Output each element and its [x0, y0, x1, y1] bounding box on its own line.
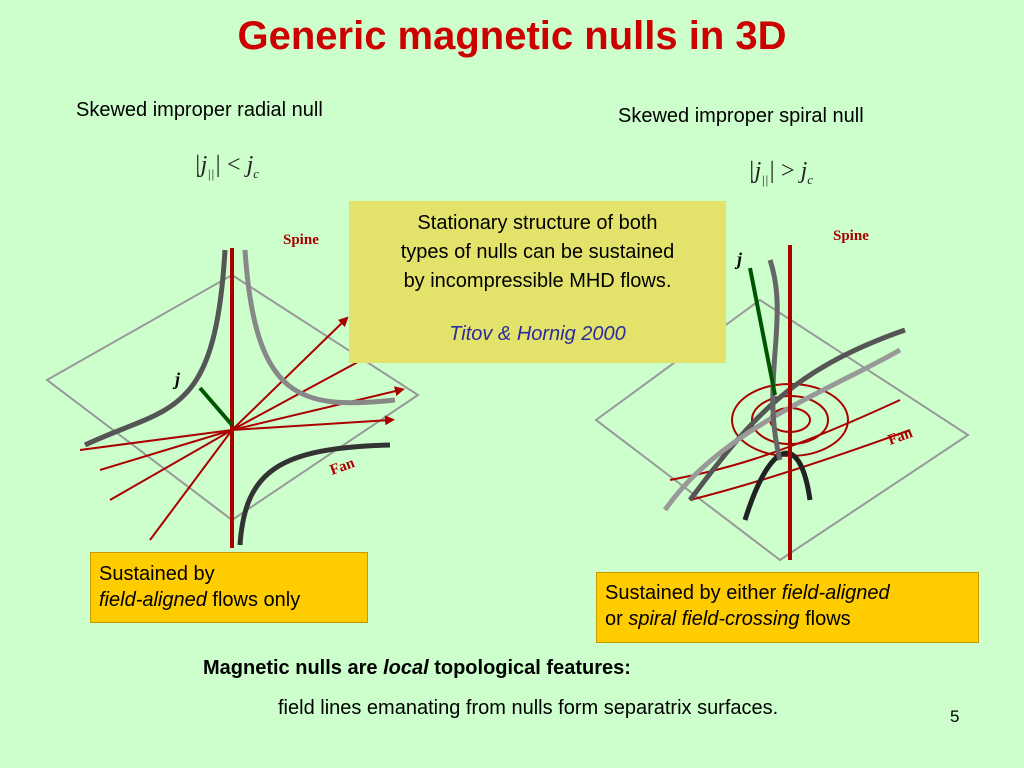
spine-label: Spine — [833, 228, 869, 244]
formula-bar: | — [768, 158, 776, 184]
fan-label: Fan — [328, 455, 358, 479]
conclusion-suffix: topological features: — [428, 657, 631, 679]
formula-operator: < — [227, 152, 241, 178]
current-label: j — [172, 369, 181, 389]
slide-title: Generic magnetic nulls in 3D — [237, 14, 787, 58]
spine-label: Spine — [283, 232, 319, 248]
right-note-emphasis-2: spiral field-crossing — [628, 608, 800, 630]
formula-rhs-sub: c — [807, 171, 814, 187]
formula-bar: | — [214, 152, 222, 178]
right-note-emphasis-1: field-aligned — [781, 582, 890, 604]
current-vector — [748, 267, 777, 396]
formula-rhs: j — [246, 152, 254, 178]
right-condition-formula: |j||| > jc — [748, 158, 813, 188]
formula-rhs: j — [800, 158, 808, 184]
conclusion-heading: Magnetic nulls are local topological fea… — [203, 657, 631, 680]
right-note-prefix: Sustained by either — [605, 582, 782, 604]
info-line-1: Stationary structure of both — [417, 212, 658, 234]
current-label: j — [734, 249, 743, 269]
formula-sub: || — [761, 171, 769, 187]
right-note-or: or — [605, 608, 629, 630]
info-line-3: by incompressible MHD flows. — [403, 270, 672, 292]
conclusion-text: field lines emanating from nulls form se… — [278, 697, 779, 719]
formula-sub: || — [207, 165, 215, 181]
left-note-line2: field-aligned flows only — [99, 587, 359, 613]
right-note-box: Sustained by either field-aligned or spi… — [596, 572, 979, 643]
left-panel-heading: Skewed improper radial null — [76, 99, 323, 121]
spiral-field-lines — [669, 383, 911, 501]
formula-rhs-sub: c — [253, 165, 260, 181]
info-box: Stationary structure of both types of nu… — [349, 201, 726, 363]
info-line-2: types of nulls can be sustained — [400, 241, 675, 263]
left-condition-formula: |j||| < jc — [194, 152, 259, 182]
info-citation: Titov & Hornig 2000 — [449, 323, 626, 345]
fan-label: Fan — [886, 425, 916, 449]
page-number: 5 — [950, 707, 960, 726]
right-panel-heading: Skewed improper spiral null — [618, 105, 864, 127]
left-note-rest: flows only — [206, 589, 301, 611]
formula-operator: > — [781, 158, 795, 184]
left-note-line1: Sustained by — [99, 563, 215, 585]
formula-lhs: |j — [194, 152, 208, 178]
conclusion-emphasis: local — [383, 657, 429, 679]
conclusion-prefix: Magnetic nulls are — [203, 657, 384, 679]
left-note-box: Sustained by field-aligned flows only — [90, 552, 368, 623]
right-note-line2: or spiral field-crossing flows — [605, 606, 970, 632]
formula-lhs: |j — [748, 158, 762, 184]
left-note-emphasis: field-aligned — [99, 589, 207, 611]
current-vector — [198, 386, 234, 427]
right-note-suffix: flows — [799, 608, 851, 630]
right-note-line1: Sustained by either field-aligned — [605, 580, 970, 606]
